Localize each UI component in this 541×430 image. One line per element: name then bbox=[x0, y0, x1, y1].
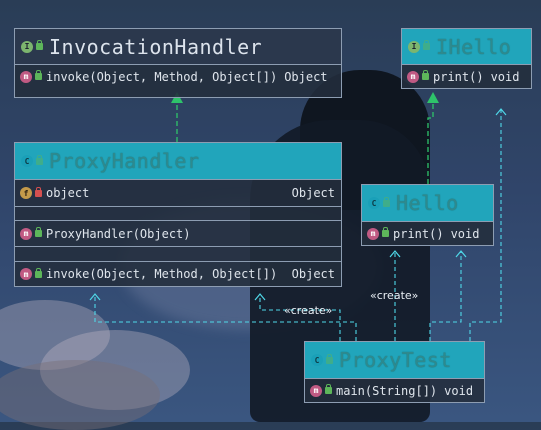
class-name: ProxyTest bbox=[339, 348, 452, 372]
class-box-ihello[interactable]: I IHello m print() void bbox=[401, 28, 532, 89]
method-icon: m bbox=[20, 268, 32, 280]
class-box-proxyhandler[interactable]: C ProxyHandler f object Object m ProxyHa… bbox=[14, 142, 342, 287]
public-lock-icon bbox=[35, 70, 42, 80]
method-return-type: void bbox=[490, 69, 520, 84]
background-cloud bbox=[0, 300, 110, 370]
method-return-type: Object bbox=[291, 267, 335, 281]
edge-label-create: «create» bbox=[284, 304, 333, 317]
class-header: C ProxyHandler bbox=[15, 143, 341, 180]
public-lock-icon bbox=[382, 227, 389, 237]
public-lock-icon bbox=[423, 40, 430, 50]
method-signature: print() bbox=[433, 69, 484, 84]
method-icon: m bbox=[310, 384, 322, 397]
private-lock-icon bbox=[35, 186, 42, 197]
background-cloud bbox=[40, 330, 190, 410]
method-return-type: Object bbox=[284, 69, 328, 84]
public-lock-icon bbox=[36, 40, 43, 50]
dependency-arrowhead bbox=[389, 250, 401, 258]
dependency-edge-proxytest-proxyhandler-a bbox=[94, 295, 357, 341]
class-icon: C bbox=[311, 354, 323, 366]
class-name: ProxyHandler bbox=[49, 149, 200, 173]
interface-icon: I bbox=[21, 40, 33, 53]
class-icon: C bbox=[368, 197, 380, 209]
method-signature: invoke(Object, Method, Object[]) bbox=[46, 267, 278, 281]
public-lock-icon bbox=[36, 154, 43, 165]
method-icon: m bbox=[407, 70, 419, 83]
method-icon: m bbox=[20, 70, 32, 83]
public-lock-icon bbox=[325, 384, 332, 394]
method-signature: main(String[]) bbox=[336, 383, 438, 398]
dependency-edge-proxytest-hello-b bbox=[429, 252, 462, 341]
dependency-edge-proxytest-proxyhandler-b bbox=[259, 295, 341, 341]
class-name: InvocationHandler bbox=[49, 34, 263, 59]
public-lock-icon bbox=[35, 227, 42, 237]
field-type: Object bbox=[291, 186, 335, 200]
dependency-arrowhead bbox=[254, 293, 266, 301]
class-name: IHello bbox=[436, 34, 512, 59]
empty-section bbox=[15, 88, 341, 97]
class-header: C ProxyTest bbox=[305, 342, 484, 379]
interface-icon: I bbox=[408, 40, 420, 53]
public-lock-icon bbox=[35, 267, 42, 278]
class-box-hello[interactable]: C Hello m print() void bbox=[361, 184, 494, 246]
dependency-edge-proxytest-ihello bbox=[469, 110, 502, 341]
realization-arrowhead bbox=[427, 92, 439, 103]
class-icon: C bbox=[21, 155, 33, 167]
dependency-arrowhead bbox=[89, 293, 101, 301]
method-icon: m bbox=[20, 227, 32, 240]
method-return-type: void bbox=[444, 383, 474, 398]
constructor-signature: ProxyHandler(Object) bbox=[46, 226, 191, 241]
dependency-arrowhead bbox=[495, 108, 507, 116]
method-icon: m bbox=[367, 227, 379, 240]
method-row[interactable]: m invoke(Object, Method, Object[]) Objec… bbox=[15, 65, 341, 88]
method-row[interactable]: m main(String[]) void bbox=[305, 379, 484, 402]
method-row[interactable]: m print() void bbox=[362, 222, 493, 245]
edge-label-create: «create» bbox=[370, 289, 419, 302]
public-lock-icon bbox=[383, 196, 390, 207]
constructor-row[interactable]: m ProxyHandler(Object) bbox=[15, 220, 341, 246]
background-cloud bbox=[0, 360, 160, 430]
method-signature: invoke(Object, Method, Object[]) bbox=[46, 69, 278, 84]
class-header: I InvocationHandler bbox=[15, 29, 341, 65]
public-lock-icon bbox=[422, 70, 429, 80]
method-row[interactable]: m print() void bbox=[402, 65, 531, 88]
method-return-type: void bbox=[450, 226, 480, 241]
empty-section bbox=[15, 246, 341, 261]
class-name: Hello bbox=[396, 191, 459, 215]
realization-edge-hello-ihello bbox=[427, 100, 434, 184]
class-box-proxytest[interactable]: C ProxyTest m main(String[]) void bbox=[304, 341, 485, 403]
class-box-invocationhandler[interactable]: I InvocationHandler m invoke(Object, Met… bbox=[14, 28, 342, 98]
field-icon: f bbox=[20, 187, 32, 199]
dependency-arrowhead bbox=[455, 250, 467, 258]
public-lock-icon bbox=[326, 353, 333, 364]
field-name: object bbox=[46, 186, 90, 200]
method-row[interactable]: m invoke(Object, Method, Object[]) Objec… bbox=[15, 261, 341, 286]
class-header: I IHello bbox=[402, 29, 531, 65]
class-header: C Hello bbox=[362, 185, 493, 222]
field-row[interactable]: f object Object bbox=[15, 180, 341, 206]
empty-section bbox=[15, 206, 341, 220]
method-signature: print() bbox=[393, 226, 444, 241]
